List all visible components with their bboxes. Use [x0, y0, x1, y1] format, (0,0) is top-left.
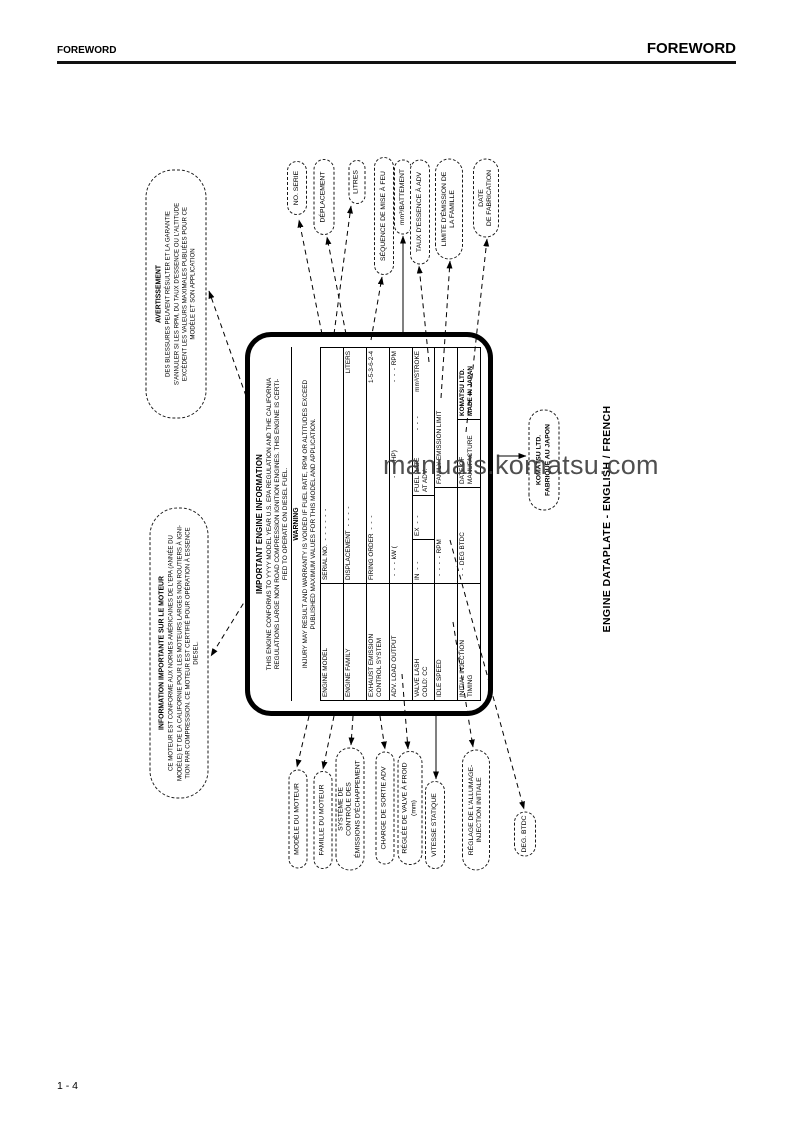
callout-deplacement: DÉPLACEMENT — [313, 159, 334, 235]
callout-reglage-allumage-injection: RÉGLAGE DE L'ALLUMAGE- INJECTION INITIAL… — [462, 749, 490, 870]
callout-vitesse-statique: VITESSE STATIQUE — [425, 781, 445, 869]
page-number: 1 - 4 — [57, 1080, 79, 1092]
figure-caption: ENGINE DATAPLATE - ENGLISH / FRENCH — [601, 405, 613, 633]
arrow-deplacement — [325, 236, 347, 335]
callout-deg-btdc: DEG. BTDC — [514, 811, 536, 856]
callout-taux-essence: TAUX D'ESSENCE À ADV — [410, 159, 430, 264]
arrow-date-fabrication — [465, 238, 490, 433]
callout-reglee-valve-froid: RÉGLÉE DE VALVE À FROID (mm) — [397, 751, 422, 865]
callout-charge-sortie-adv: CHARGE DE SORTIE ADV — [375, 751, 394, 864]
arrow-limite-emission — [440, 260, 453, 399]
callout-modele-moteur: MODÈLE DU MOTEUR — [288, 769, 307, 868]
arrow-modele-moteur — [295, 715, 310, 768]
arrow-information — [210, 595, 249, 657]
header-rule — [57, 61, 736, 64]
arrow-litres — [333, 205, 353, 335]
header-right-title: FOREWORD — [646, 40, 736, 57]
arrow-no-serie — [297, 219, 323, 335]
header-left-title: FOREWORD — [57, 45, 117, 56]
callout-sequence-mise-a-feu: SÉQUENCE DE MISE À FEU — [374, 157, 394, 275]
arrow-charge-sortie — [379, 715, 387, 750]
callout-systeme-controle-emissions: SYSTÈME DE CONTRÔLE DES ÉMISSIONS D'ÉCHA… — [335, 747, 364, 870]
callout-no-serie: NO. SERIE — [287, 161, 307, 215]
arrow-taux-essence — [416, 265, 430, 363]
callout-litres: LITRES — [348, 160, 365, 204]
callout-information-moteur: INFORMATION IMPORTANTE SUR LE MOTEUR CE … — [149, 507, 208, 798]
callout-limite-emission: LIMITE D'ÉMISSION DE LA FAMILLE — [435, 158, 463, 259]
arrow-sequence — [370, 276, 384, 341]
arrow-famille-moteur — [321, 715, 335, 770]
arrow-avertissement — [208, 290, 247, 397]
callout-date-fabrication: DATE DE FABRICATION — [473, 158, 499, 237]
callout-avertissement: AVERTISSEMENT DES BLESSURES PEUVENT RÉSU… — [145, 169, 206, 418]
callout-famille-moteur: FAMILLE DU MOTEUR — [313, 771, 332, 869]
arrow-reglage-allumage — [452, 621, 475, 748]
watermark-text: manuals.komatsu.com — [383, 450, 659, 480]
arrow-deg-btdc — [449, 539, 525, 810]
arrow-systeme-controle — [348, 715, 355, 746]
arrow-reglee-valve — [401, 673, 411, 750]
